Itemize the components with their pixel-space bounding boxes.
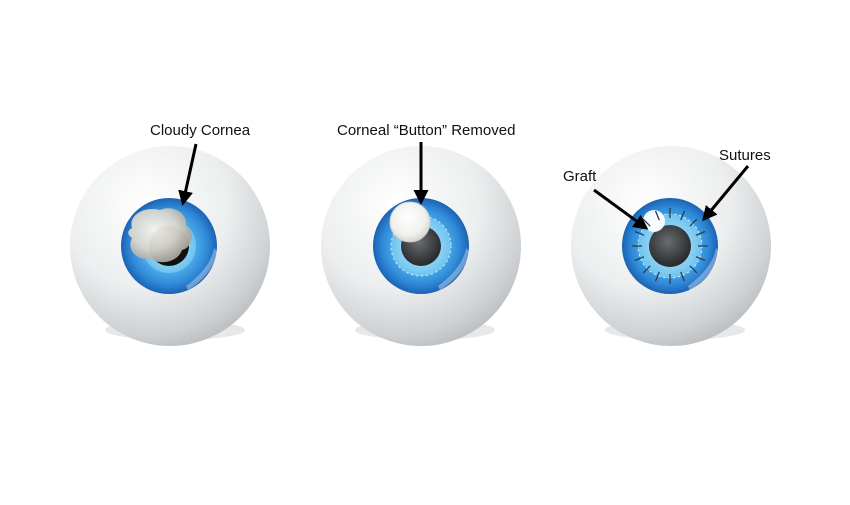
suture-stitch [695,230,706,236]
label-graft: Graft [563,168,597,185]
iris-highlight [438,248,470,290]
label-cloudy-cornea: Cloudy Cornea [150,122,251,139]
suture-stitch [680,271,686,282]
suture-stitch [634,230,645,236]
suture-stitch [634,256,645,262]
arrow-sutures [702,165,750,222]
suture-stitch [654,271,660,282]
eye-graft [571,146,771,346]
label-button-removed: Corneal “Button” Removed [337,122,516,139]
cloudy-cornea-opacity [128,208,192,263]
eye-cloudy-cornea [70,143,270,346]
suture-stitch [654,210,660,221]
suture-stitch [689,218,698,227]
arrow-cloudy-cornea [178,143,198,206]
label-sutures: Sutures [719,147,771,164]
pupil [649,225,691,267]
suture-stitch [689,265,698,274]
eye-button-removed [321,142,521,346]
arrow-graft [593,188,649,230]
suture-stitch [680,210,686,221]
sutures [632,208,708,284]
suture-stitch [642,265,651,274]
suture-stitch [695,256,706,262]
iris-highlight [186,248,218,290]
graft-highlight [643,210,665,232]
iris-highlight [688,248,720,290]
corneal-button [389,201,431,243]
